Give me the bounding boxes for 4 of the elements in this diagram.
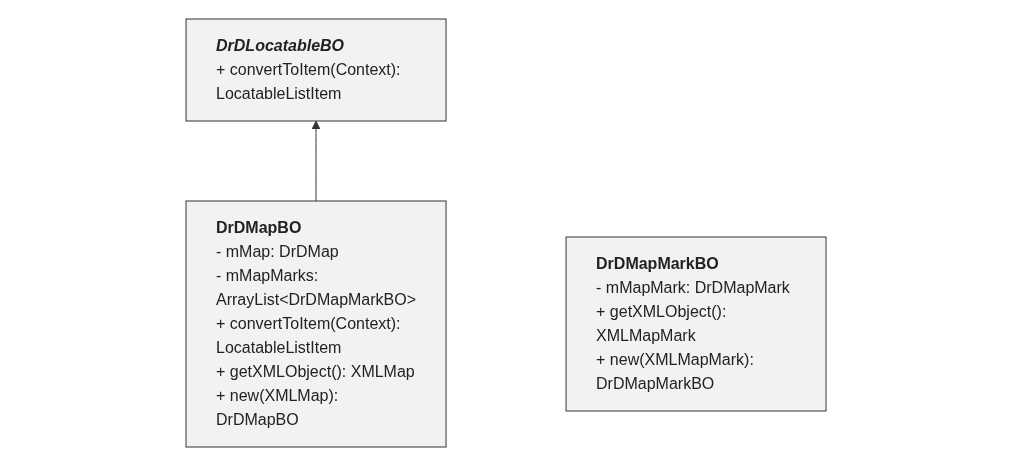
node-box: DrDLocatableBO + convertToItem(Context): LocatableListItem <box>186 18 447 122</box>
node-box: DrDMapBO - mMap: DrDMap - mMapMarks: ArrayList<DrDMapMarkBO> + convertToItem(Context): LocatableListItem + getXMLObject(): XMLMap + new(XMLMap): DrDMapBO <box>185 200 447 448</box>
node-box: DrDMapMarkBO - mMapMark: DrDMapMark + getXMLObject(): XMLMapMark + new(XMLMapMark): DrDMapMarkBO <box>566 236 827 412</box>
arrow <box>312 120 321 202</box>
